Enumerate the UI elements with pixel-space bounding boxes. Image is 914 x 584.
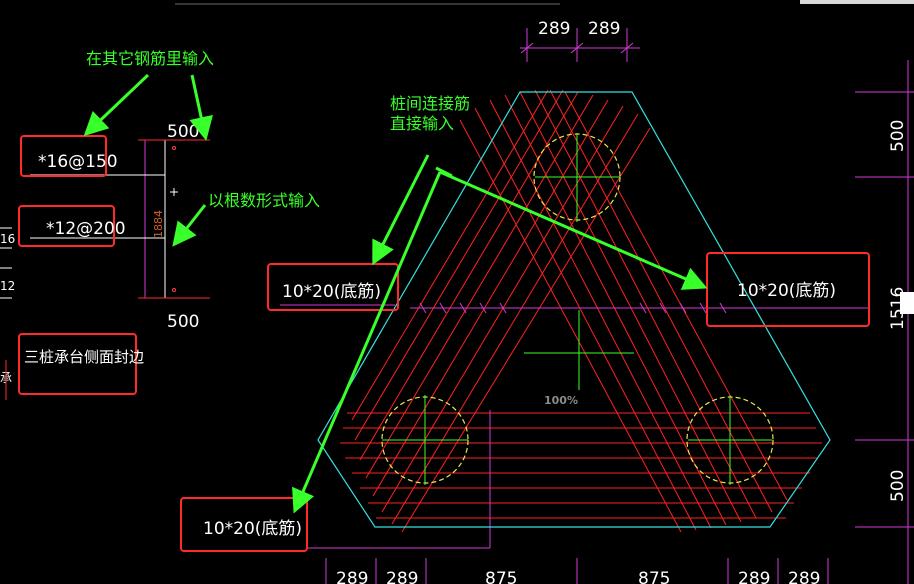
note-other-rebar: 在其它钢筋里输入 — [86, 49, 214, 68]
bottom-dimensions: 289 289 875 875 289 289 — [325, 558, 829, 584]
label-side-cover[interactable]: 三桩承台侧面封边 — [24, 348, 144, 366]
dim-section-top: 500 — [167, 122, 199, 142]
dim-bottom-b: 289 — [386, 569, 418, 584]
svg-text:12: 12 — [0, 279, 15, 293]
top-dimension-strip — [175, 0, 914, 5]
highlight-box-side-cover — [18, 333, 137, 395]
highlight-box-bottom-left-mid — [267, 263, 399, 311]
dim-right-top: 500 — [888, 120, 908, 152]
pile-cap-plan: 100% — [308, 89, 870, 549]
label-bottom-lower[interactable]: 10*20(底筋) — [203, 519, 302, 539]
highlight-box-bottom-lower — [180, 497, 308, 552]
right-dimensions: 500 1516 500 — [855, 60, 914, 584]
dim-section-height: 1884 — [152, 210, 165, 238]
highlight-box-rebar-top — [20, 135, 107, 177]
dim-top-b: 289 — [588, 19, 620, 39]
svg-text:16: 16 — [0, 232, 15, 246]
dim-bottom-d: 875 — [638, 569, 670, 584]
note-count-form: 以根数形式输入 — [208, 191, 320, 210]
top-dimensions: 289 289 — [520, 19, 640, 62]
dim-bottom-c: 875 — [485, 569, 517, 584]
rebar-lines — [340, 89, 822, 533]
dim-bottom-a: 289 — [336, 569, 368, 584]
dim-right-bottom: 500 — [888, 470, 908, 502]
left-edge-fragments: 16 12 承 — [0, 227, 15, 400]
cap-outline — [317, 91, 831, 528]
pile-centerlines — [382, 133, 772, 485]
dim-bottom-e: 289 — [738, 569, 770, 584]
label-rebar-top[interactable]: *16@150 — [38, 152, 118, 172]
label-rebar-side[interactable]: *12@200 — [46, 219, 126, 239]
dim-bottom-f: 289 — [788, 569, 820, 584]
label-bottom-right[interactable]: 10*20(底筋) — [737, 281, 836, 301]
note-pile-connect-line2: 直接输入 — [390, 114, 454, 133]
highlight-box-rebar-side — [18, 205, 115, 247]
zoom-indicator: 100% — [544, 394, 578, 407]
note-pile-connect-line1: 桩间连接筋 — [390, 94, 470, 113]
annotation-arrows — [83, 73, 708, 514]
dim-section-bottom: 500 — [167, 312, 199, 332]
dim-right-mid: 1516 — [888, 287, 908, 330]
dim-top-a: 289 — [538, 19, 570, 39]
label-bottom-left-mid[interactable]: 10*20(底筋) — [282, 282, 381, 302]
